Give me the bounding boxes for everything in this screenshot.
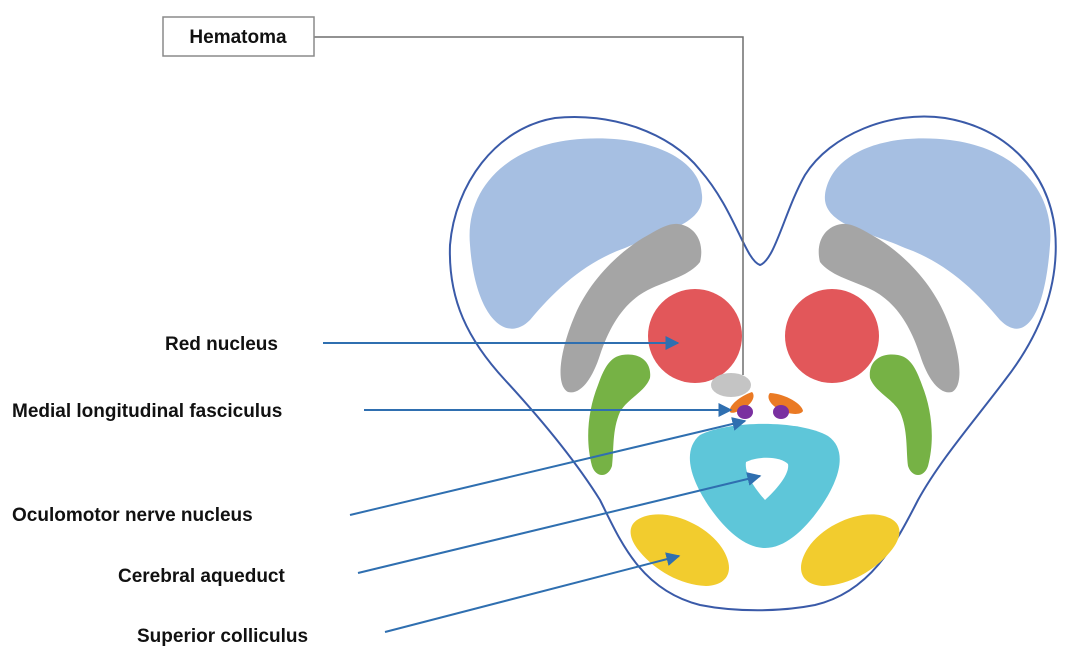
hematoma <box>711 373 751 397</box>
mlf-label: Medial longitudinal fasciculus <box>12 401 282 422</box>
oculomotor-nucleus-left <box>737 405 753 419</box>
colliculus-pointer <box>385 556 679 632</box>
red-nucleus-left <box>648 289 742 383</box>
red-nucleus-right <box>785 289 879 383</box>
oculomotor-nucleus-right <box>773 405 789 419</box>
oculomotor-label: Oculomotor nerve nucleus <box>12 505 253 526</box>
hematoma-label: Hematoma <box>189 27 287 48</box>
aqueduct-label: Cerebral aqueduct <box>118 566 285 587</box>
red-nucleus-label: Red nucleus <box>165 334 278 355</box>
colliculus-label: Superior colliculus <box>137 626 308 646</box>
